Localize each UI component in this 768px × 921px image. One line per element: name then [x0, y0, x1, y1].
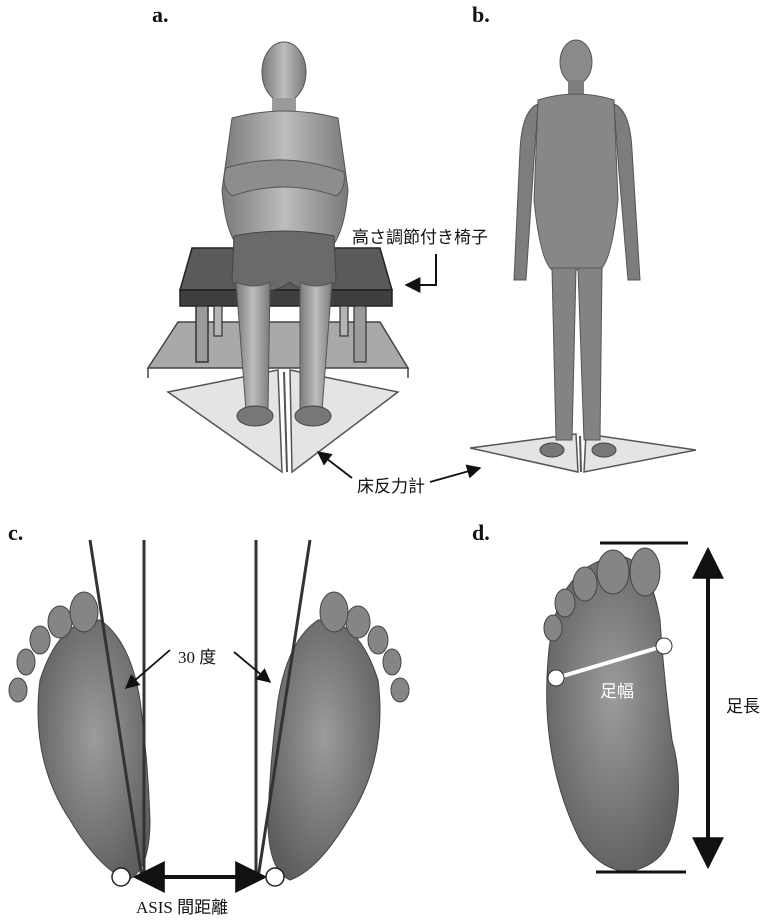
angle-arrow-right: [234, 652, 270, 682]
asis-right-marker: [266, 868, 284, 886]
foot-width-marker-medial: [548, 670, 564, 686]
force-plate-callout-label: 床反力計: [357, 477, 425, 496]
force-plate-arrow-right: [430, 468, 480, 482]
force-plates-standing: [470, 434, 696, 472]
chair-callout-label: 高さ調節付き椅子: [352, 228, 488, 247]
chair-callout-arrow: [406, 254, 436, 285]
asis-distance-label: ASIS 間距離: [136, 898, 228, 917]
measured-foot: [544, 548, 679, 872]
floor-slab: [148, 322, 408, 368]
panel-c: c. 30 度 ASIS 間: [8, 520, 409, 917]
standing-human-figure: [514, 40, 640, 457]
panel-a-label: a.: [152, 2, 169, 27]
panel-d: d. 足幅 足長: [472, 520, 760, 872]
force-plate-arrow-left: [318, 452, 352, 478]
foot-width-marker-lateral: [656, 638, 672, 654]
left-foot: [9, 592, 150, 880]
panel-d-label: d.: [472, 520, 490, 545]
panel-c-label: c.: [8, 520, 23, 545]
force-plates-seated: [168, 370, 398, 472]
foot-length-label: 足長: [726, 697, 760, 716]
panel-b-label: b.: [472, 2, 490, 27]
foot-width-label: 足幅: [600, 682, 634, 701]
panel-a: a.: [148, 2, 488, 478]
asis-left-marker: [112, 868, 130, 886]
angle-callout-label: 30 度: [178, 648, 216, 667]
right-foot: [268, 592, 409, 880]
